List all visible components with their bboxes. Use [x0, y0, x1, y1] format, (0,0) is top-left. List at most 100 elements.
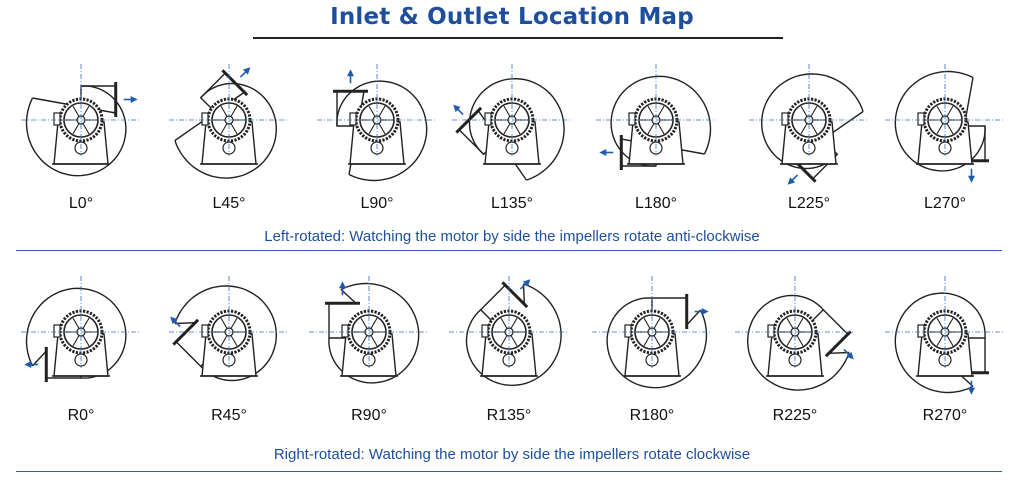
motor-spoke — [810, 123, 818, 135]
duct-wall — [522, 283, 526, 305]
centrifugal-fan-icon — [449, 276, 569, 387]
motor-spoke — [786, 317, 794, 329]
motor-spoke — [72, 317, 80, 329]
airflow-arrow-head — [24, 361, 32, 368]
duct-wall — [340, 288, 357, 304]
motor-spoke — [82, 317, 90, 329]
airflow-arrow-head — [787, 177, 796, 185]
fan-cell-r225: R225° — [722, 260, 868, 435]
motor-spoke — [510, 335, 518, 347]
motor-spoke — [946, 105, 954, 117]
motor-spoke — [360, 335, 368, 347]
duct-wall — [686, 309, 702, 326]
motor-spoke — [503, 105, 511, 117]
terminal-box — [201, 324, 209, 338]
fan-label: L135° — [491, 195, 533, 212]
volute-scroll — [610, 75, 712, 167]
terminal-box — [917, 324, 925, 338]
airflow-arrow-head — [599, 149, 607, 156]
terminal-box — [349, 112, 357, 126]
volute-scroll — [174, 82, 278, 179]
volute-scroll — [25, 287, 127, 379]
volute-scroll — [760, 73, 864, 170]
fan-label: L0° — [68, 195, 94, 212]
fan-label: R180° — [629, 407, 675, 424]
motor-spoke — [647, 123, 655, 135]
right-rotated-row: R0° R45° R90° R135° R180° R225° R270° — [0, 260, 1024, 435]
motor-spoke — [513, 123, 521, 135]
motor-spoke — [500, 317, 508, 329]
motor-spoke — [220, 123, 228, 135]
centrifugal-fan-icon — [452, 64, 572, 181]
terminal-box — [201, 112, 209, 126]
motor-spoke — [796, 317, 804, 329]
fan-cell-r45: R45° — [156, 260, 302, 435]
fan-cell-l270: L270° — [872, 48, 1018, 223]
terminal-box — [624, 324, 632, 338]
page-title: Inlet & Outlet Location Map — [330, 4, 694, 30]
motor-spoke — [653, 335, 661, 347]
terminal-box — [781, 112, 789, 126]
fan-label: L270° — [924, 195, 966, 212]
airflow-arrow-head — [701, 308, 709, 315]
motor-spoke — [653, 317, 661, 329]
right-rotated-caption: Right-rotated: Watching the motor by sid… — [273, 446, 751, 463]
duct-flange — [455, 106, 483, 134]
motor-spoke — [936, 123, 944, 135]
airflow-arrow-head — [170, 316, 178, 325]
motor-spoke — [800, 105, 808, 117]
motor-spoke — [230, 335, 238, 347]
volute-scroll — [894, 292, 986, 394]
terminal-box — [341, 324, 349, 338]
divider-line — [16, 471, 1002, 472]
motor-spoke — [513, 105, 521, 117]
motor-spoke — [368, 123, 376, 135]
duct-wall — [200, 72, 226, 99]
fan-cell-l90: L90° — [304, 48, 450, 223]
title-underline — [253, 37, 783, 39]
volute-scroll — [606, 297, 708, 389]
motor-spoke — [647, 105, 655, 117]
centrifugal-fan-icon — [21, 276, 141, 382]
centrifugal-fan-icon — [309, 276, 429, 384]
fan-cell-r90: R90° — [296, 260, 442, 435]
motor-spoke — [72, 105, 80, 117]
motor-spoke — [370, 335, 378, 347]
airflow-arrow-head — [347, 69, 354, 77]
motor-spoke — [510, 317, 518, 329]
centrifugal-fan-icon — [592, 276, 712, 389]
divider-line — [16, 250, 1002, 251]
terminal-box — [767, 324, 775, 338]
airflow-arrow-head — [968, 175, 975, 183]
volute-scroll — [25, 85, 127, 177]
terminal-box — [917, 112, 925, 126]
fan-label: R135° — [486, 407, 532, 424]
motor-spoke — [220, 317, 228, 329]
fan-cell-r135: R135° — [436, 260, 582, 435]
duct-flange — [824, 330, 852, 358]
motor-spoke — [82, 123, 90, 135]
centrifugal-fan-icon — [21, 64, 141, 177]
left-rotated-caption: Left-rotated: Watching the motor by side… — [264, 228, 760, 245]
fan-label: L45° — [212, 195, 246, 212]
motor-spoke — [657, 123, 665, 135]
motor-spoke — [500, 335, 508, 347]
motor-spoke — [378, 105, 386, 117]
fan-cell-l0: L0° — [8, 48, 154, 223]
motor-spoke — [796, 335, 804, 347]
duct-wall — [480, 284, 506, 311]
motor-spoke — [82, 105, 90, 117]
centrifugal-fan-icon — [169, 64, 289, 179]
motor-spoke — [800, 123, 808, 135]
motor-spoke — [368, 105, 376, 117]
motor-spoke — [230, 123, 238, 135]
fan-label: L225° — [788, 195, 830, 212]
duct-wall — [828, 351, 850, 355]
terminal-box — [484, 112, 492, 126]
motor-spoke — [643, 335, 651, 347]
motor-spoke — [936, 105, 944, 117]
airflow-arrow-head — [846, 351, 854, 360]
duct-wall — [458, 129, 485, 155]
airflow-arrow-head — [522, 279, 531, 287]
duct-wall — [31, 350, 47, 367]
